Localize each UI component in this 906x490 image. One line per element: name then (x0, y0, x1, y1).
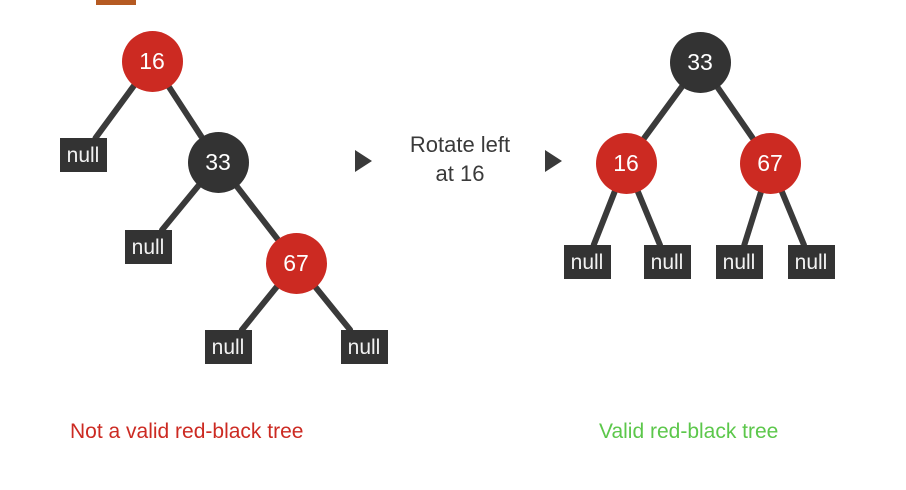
left-tree-node-67: 67 (265, 232, 327, 294)
node-label: 16 (613, 149, 639, 176)
null-label: null (650, 250, 684, 274)
tree-edge (238, 283, 280, 333)
tree-edge (159, 182, 202, 233)
left-tree-node-33: 33 (187, 131, 249, 193)
arrow-right-icon-2 (545, 150, 562, 172)
right-tree-null-leaf: null (563, 245, 611, 279)
node-label: 33 (687, 48, 713, 75)
null-label: null (211, 335, 245, 359)
null-label: null (66, 143, 100, 167)
left-tree-null-leaf: null (340, 330, 388, 364)
tree-edge (165, 83, 205, 140)
null-label: null (722, 250, 756, 274)
right-tree-null-leaf: null (715, 245, 763, 279)
node-label: 16 (139, 47, 165, 74)
null-label: null (131, 235, 165, 259)
operation-line-1: Rotate left (409, 132, 511, 157)
tree-edge (641, 83, 685, 142)
right-tree-null-leaf: null (643, 245, 691, 279)
null-label: null (347, 335, 381, 359)
tree-edge (590, 188, 618, 248)
tree-edge (92, 82, 137, 141)
right-tree-null-leaf: null (787, 245, 835, 279)
right-tree-caption: Valid red-black tree (599, 420, 779, 443)
accent-bar (96, 0, 136, 5)
left-tree-null-leaf: null (204, 330, 252, 364)
operation-label: Rotate left at 16 (381, 130, 539, 188)
tree-edge (312, 283, 354, 333)
tree-edge (741, 189, 764, 248)
right-tree-node-33: 33 (669, 31, 731, 93)
right-tree-node-16: 16 (595, 132, 657, 194)
node-label: 67 (283, 249, 309, 276)
left-tree-caption: Not a valid red-black tree (70, 420, 304, 443)
arrow-right-icon-1 (355, 150, 372, 172)
node-label: 67 (757, 149, 783, 176)
tree-edge (778, 188, 807, 248)
right-tree-node-67: 67 (739, 132, 801, 194)
left-tree-node-16: 16 (121, 30, 183, 92)
null-label: null (794, 250, 828, 274)
left-tree-null-leaf: null (59, 138, 107, 172)
node-label: 33 (205, 148, 231, 175)
left-tree-null-leaf: null (124, 230, 172, 264)
operation-line-2: at 16 (435, 161, 485, 187)
tree-edge (714, 84, 756, 141)
null-label: null (570, 250, 604, 274)
tree-edge (233, 183, 281, 242)
tree-edge (634, 188, 663, 248)
